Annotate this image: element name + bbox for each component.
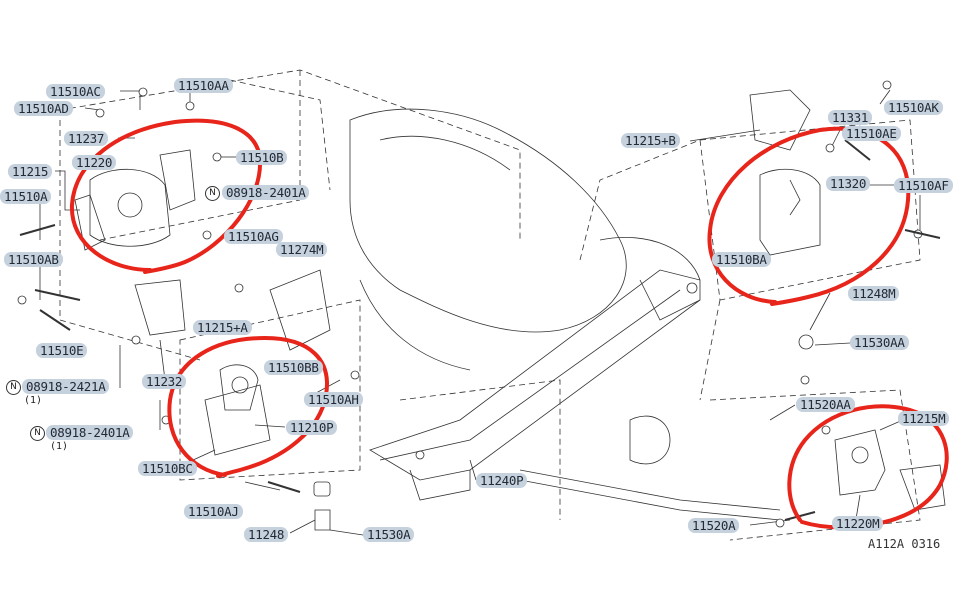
part-label: 11220	[72, 155, 117, 170]
part-label: 11530A	[363, 527, 415, 542]
part-label: 11510E	[36, 343, 88, 358]
part-label: 11274M	[276, 242, 328, 257]
nut-symbol: N	[205, 186, 220, 201]
part-label: 11215	[8, 164, 53, 179]
part-label: 11240P	[476, 473, 528, 488]
part-label: 11530AA	[850, 335, 909, 350]
part-label: 11331	[828, 110, 873, 125]
part-label: 08918-2421A	[22, 379, 110, 394]
part-label: 08918-2401A	[222, 185, 310, 200]
quantity-note: (1)	[24, 395, 43, 406]
quantity-note: (1)	[50, 441, 69, 452]
part-label: 08918-2401A	[46, 425, 134, 440]
part-label: 11510AF	[894, 178, 953, 193]
part-label: 11510AA	[174, 78, 233, 93]
part-label: 11520AA	[796, 397, 855, 412]
part-label: 11510AK	[884, 100, 943, 115]
nut-symbol: N	[30, 426, 45, 441]
part-label: 11510B	[236, 150, 288, 165]
part-label: 11248M	[848, 286, 900, 301]
part-label: 11510AB	[4, 252, 63, 267]
part-label: 11215M	[898, 411, 950, 426]
part-label: 11510AG	[224, 229, 283, 244]
highlight-left-lower	[167, 335, 329, 478]
fasteners	[17, 80, 941, 528]
part-label: 11237	[64, 131, 109, 146]
part-label: 11320	[826, 176, 871, 191]
part-label: 11232	[142, 374, 187, 389]
highlight-left-upper	[69, 118, 263, 274]
part-label: 11510BC	[138, 461, 197, 476]
part-label: 11510AD	[14, 101, 73, 116]
part-label: 11510BB	[264, 360, 323, 375]
part-label: 11510A	[0, 189, 52, 204]
part-label: 11215+B	[621, 133, 680, 148]
part-label: 11510AE	[842, 126, 901, 141]
highlight-right-upper	[707, 126, 911, 306]
part-label: 11520A	[688, 518, 740, 533]
part-label: 11510AJ	[184, 504, 243, 519]
part-label: 11510BA	[712, 252, 771, 267]
part-label: 11510AC	[46, 84, 105, 99]
part-label: 11248	[244, 527, 289, 542]
part-label: 11220M	[832, 516, 884, 531]
part-label: 11510AH	[304, 392, 363, 407]
diagram-reference-code: A112A 0316	[868, 537, 941, 551]
nut-symbol: N	[6, 380, 21, 395]
part-label: 11215+A	[193, 320, 252, 335]
part-label: 11210P	[286, 420, 338, 435]
